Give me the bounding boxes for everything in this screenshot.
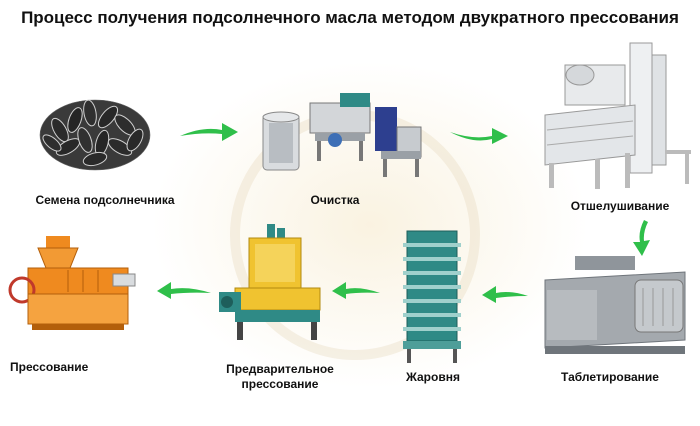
step-cleaning-image [255, 85, 430, 185]
step-prepressing-image [215, 220, 330, 345]
step-roaster-image [395, 225, 470, 365]
step-seeds-image [30, 85, 160, 180]
arrow-right-1 [178, 120, 240, 142]
step-pressing-image [8, 230, 143, 335]
arrow-right-2 [448, 124, 510, 146]
step-prepressing-label: Предварительное прессование [226, 362, 334, 391]
step-dehulling-image [535, 35, 695, 195]
step-tableting-label: Таблетирование [561, 370, 659, 384]
arrow-down-3 [628, 218, 654, 258]
diagram-title: Процесс получения подсолнечного масла ме… [21, 8, 679, 27]
step-seeds-label: Семена подсолнечника [35, 193, 175, 207]
arrow-left-5 [330, 279, 382, 301]
step-tableting-image [535, 250, 695, 360]
step-cleaning-label: Очистка [310, 193, 360, 207]
step-roaster-label: Жаровня [406, 370, 460, 384]
step-pressing-label: Прессование [10, 360, 89, 374]
arrow-left-4 [480, 284, 530, 304]
step-dehulling-label: Отшелушивание [570, 199, 670, 213]
arrow-left-6 [155, 279, 213, 301]
